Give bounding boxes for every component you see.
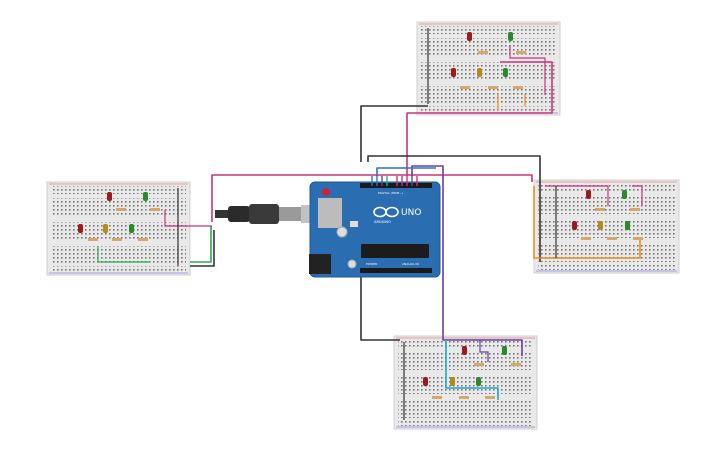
wire-magenta-top (406, 61, 553, 176)
breadboard-left (46, 181, 191, 276)
analog-label: ANALOG IN (402, 262, 419, 266)
components-left (78, 188, 212, 266)
components-bottom (403, 340, 521, 420)
arduino-brand: ARDUINO (374, 220, 391, 224)
components-top (427, 28, 546, 110)
wire-orange-right2 (572, 238, 641, 259)
usb-cable-icon (215, 204, 321, 224)
wire-cyan-bottom (445, 340, 499, 400)
arduino-uno-board[interactable]: UNO ARDUINO DIGITAL (PWM~) POWER ANALOG … (309, 176, 441, 278)
wire-green-left (190, 226, 212, 263)
breadboard-top (416, 21, 561, 116)
digital-label: DIGITAL (PWM~) (378, 191, 403, 195)
components-right (545, 185, 643, 258)
power-label: POWER (366, 262, 377, 266)
wire-black-right (367, 155, 541, 262)
wires (190, 61, 641, 400)
wire-black-left (190, 230, 215, 267)
wire-blue-bottom (376, 167, 436, 176)
wire-black-top (360, 105, 428, 162)
arduino-logo-icon (373, 206, 399, 218)
arduino-model: UNO (401, 208, 421, 218)
wire-magenta-left (211, 174, 533, 222)
reset-button-icon (322, 188, 330, 196)
wire-orange-right (533, 186, 572, 259)
